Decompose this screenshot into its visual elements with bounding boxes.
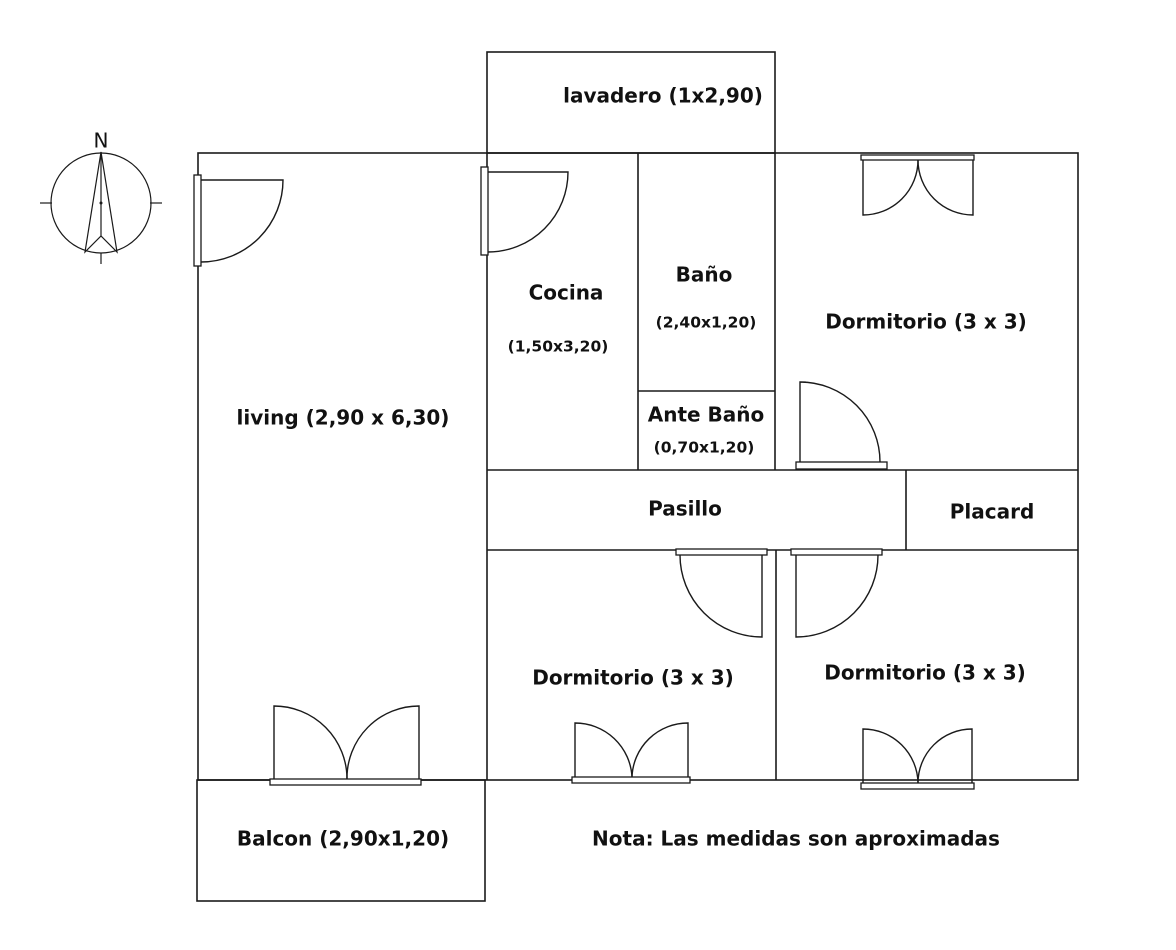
dormitorio-sc-window [571, 722, 691, 784]
bano-dims: (2,40x1,20) [656, 314, 757, 332]
dormitorio-se-label: Dormitorio (3 x 3) [824, 661, 1026, 685]
dormitorio-sc-label: Dormitorio (3 x 3) [532, 666, 734, 690]
room-labels: lavadero (1x2,90) living (2,90 x 6,30) C… [237, 84, 1035, 851]
living-balcony-window [269, 705, 422, 786]
dormitorio-sc-door [675, 548, 768, 638]
dormitorio-ne-label: Dormitorio (3 x 3) [825, 310, 1027, 334]
cocina-door [480, 166, 569, 256]
dormitorio-ne-door [795, 381, 888, 470]
openings [193, 154, 975, 790]
cocina-dims: (1,50x3,20) [508, 338, 609, 356]
cocina-label: Cocina [529, 281, 604, 305]
ante-bano-label: Ante Baño [648, 403, 765, 427]
balcon-label: Balcon (2,90x1,20) [237, 827, 449, 851]
compass-north-label: N [94, 129, 109, 153]
dormitorio-se-window [860, 728, 975, 790]
ante-bano-dims: (0,70x1,20) [654, 439, 755, 457]
bano-label: Baño [676, 263, 733, 287]
pasillo-label: Pasillo [648, 497, 722, 521]
living-door [193, 174, 284, 267]
note-text: Nota: Las medidas son aproximadas [592, 827, 1000, 851]
placard-label: Placard [950, 500, 1035, 524]
lavadero-label: lavadero (1x2,90) [563, 84, 763, 108]
living-label: living (2,90 x 6,30) [237, 406, 450, 430]
dormitorio-ne-window [860, 154, 975, 216]
walls [196, 51, 1079, 902]
compass: N [40, 129, 162, 264]
dormitorio-se-door [790, 548, 883, 638]
